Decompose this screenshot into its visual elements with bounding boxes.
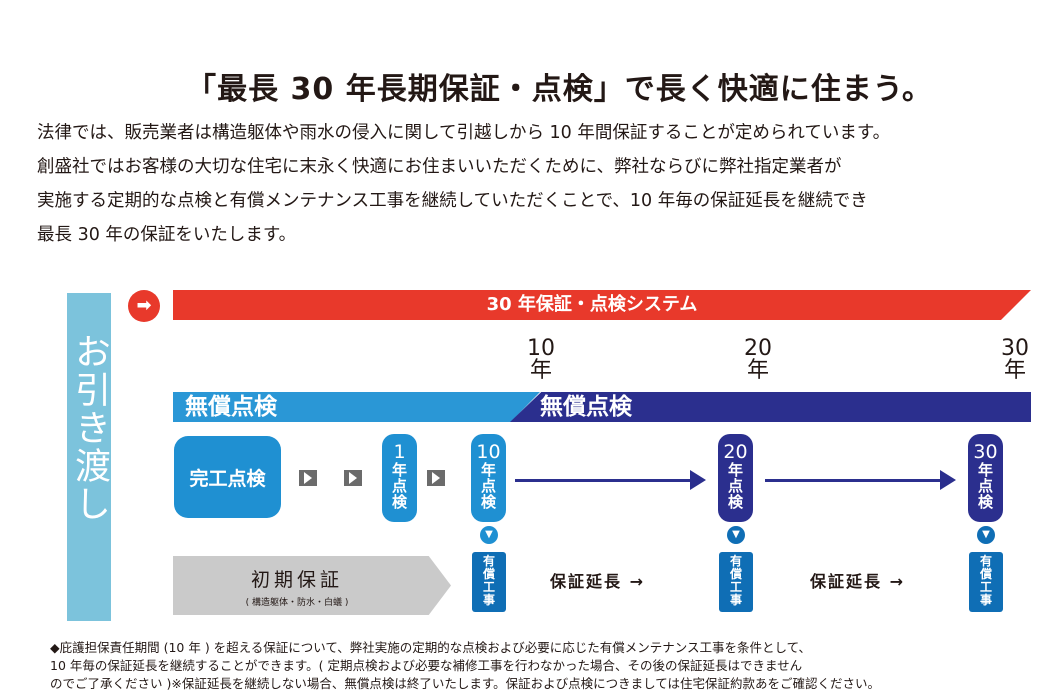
inspection-year: 10 bbox=[476, 441, 501, 463]
paid-work-20: 有償工事 bbox=[719, 552, 753, 612]
char: 有 bbox=[482, 554, 495, 568]
year-unit: 年 bbox=[1003, 358, 1026, 383]
char: 検 bbox=[391, 493, 407, 511]
arrow-head-icon bbox=[690, 470, 706, 490]
intro-line-1: 法律では、販売業者は構造躯体や雨水の侵入に関して引越しから 10 年間保証するこ… bbox=[37, 123, 891, 143]
handover-label: お引き渡し bbox=[67, 293, 111, 621]
arrow-head-icon bbox=[940, 470, 956, 490]
char: 検 bbox=[977, 493, 993, 511]
timeline-arrow-line bbox=[765, 479, 941, 482]
paid-work-30: 有償工事 bbox=[969, 552, 1003, 612]
char: 有 bbox=[729, 554, 742, 568]
footnote-line-1: ◆庇護担保責任期間 (10 年 ) を超える保証について、弊社実施の定期的な点検… bbox=[50, 640, 812, 655]
page-title: 「最長 30 年長期保証・点検」で長く快適に住まう。 bbox=[186, 72, 933, 107]
char: 点 bbox=[480, 477, 496, 495]
year-number: 10 bbox=[527, 336, 555, 361]
year-unit: 年 bbox=[746, 358, 769, 383]
year-number: 30 bbox=[1001, 336, 1029, 361]
char: 事 bbox=[482, 593, 495, 607]
down-triangle-icon: ▼ bbox=[480, 526, 498, 544]
char: 工 bbox=[979, 580, 992, 594]
chevron-right-icon bbox=[344, 470, 362, 486]
extension-label-2: 保証延長 → bbox=[810, 572, 905, 591]
char: 年 bbox=[977, 461, 993, 479]
char: 年 bbox=[480, 461, 496, 479]
system-band: 30 年保証・点検システム bbox=[173, 290, 1031, 320]
char: 工 bbox=[482, 580, 495, 594]
char: 年 bbox=[391, 461, 407, 479]
inspection-year: 20 bbox=[723, 441, 748, 463]
paid-work-10: 有償工事 bbox=[472, 552, 506, 612]
chevron-right-icon bbox=[427, 470, 445, 486]
free-inspection-label-1: 無償点検 bbox=[185, 394, 277, 420]
initial-warranty-title: 初期保証 bbox=[250, 569, 343, 591]
intro-line-2: 創盛社ではお客様の大切な住宅に末永く快適にお住まいいただくために、弊社ならびに弊… bbox=[37, 157, 842, 177]
char: 有 bbox=[979, 554, 992, 568]
initial-warranty: 初期保証 ( 構造躯体・防水・白蟻 ) bbox=[173, 556, 451, 615]
free-inspection-band-2 bbox=[510, 392, 1031, 422]
chevron-right-icon bbox=[299, 470, 317, 486]
inspection-year: 1 bbox=[393, 441, 406, 463]
char: 償 bbox=[482, 567, 495, 581]
down-triangle-icon: ▼ bbox=[727, 526, 745, 544]
char: 償 bbox=[729, 567, 742, 581]
year-number: 20 bbox=[744, 336, 772, 361]
free-inspection-band-1 bbox=[173, 392, 540, 422]
intro-line-4: 最長 30 年の保証をいたします。 bbox=[37, 225, 297, 245]
char: 事 bbox=[729, 593, 742, 607]
intro-line-3: 実施する定期的な点検と有償メンテナンス工事を継続していただくことで、10 年毎の… bbox=[37, 191, 868, 211]
char: 事 bbox=[979, 593, 992, 607]
footnote-line-3: のでご了承ください )※保証延長を継続しない場合、無償点検は終了いたします。保証… bbox=[50, 676, 880, 691]
year-unit: 年 bbox=[529, 358, 552, 383]
timeline-arrow-line bbox=[515, 479, 691, 482]
inspection-year: 30 bbox=[973, 441, 998, 463]
char: 償 bbox=[979, 567, 992, 581]
char: 点 bbox=[977, 477, 993, 495]
free-inspection-label-2: 無償点検 bbox=[540, 394, 632, 420]
completion-inspection: 完工点検 bbox=[174, 436, 281, 518]
arrow-right-icon: ➡ bbox=[128, 290, 160, 322]
down-triangle-icon: ▼ bbox=[977, 526, 995, 544]
char: 検 bbox=[727, 493, 743, 511]
initial-warranty-sub: ( 構造躯体・防水・白蟻 ) bbox=[245, 598, 349, 608]
footnote-line-2: 10 年毎の保証延長を継続することができます。( 定期点検および必要な補修工事を… bbox=[50, 658, 803, 673]
char: 点 bbox=[727, 477, 743, 495]
char: 点 bbox=[391, 477, 407, 495]
char: 年 bbox=[727, 461, 743, 479]
extension-label-1: 保証延長 → bbox=[550, 572, 645, 591]
char: 工 bbox=[729, 580, 742, 594]
char: 検 bbox=[480, 493, 496, 511]
